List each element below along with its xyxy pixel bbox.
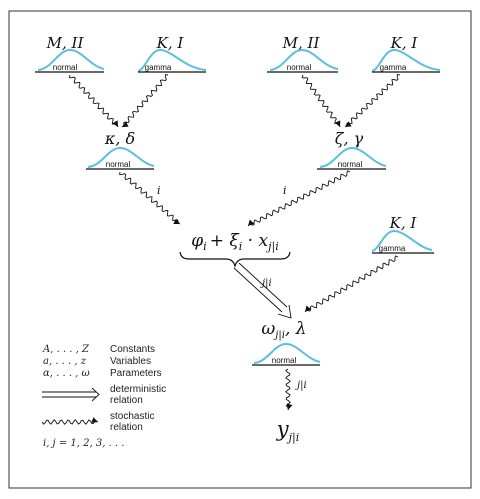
legend-indices: i, j = 1, 2, 3, . . . xyxy=(43,438,124,449)
prior-params: M, II xyxy=(46,34,85,52)
prior-params: K, I xyxy=(389,214,418,232)
node-params: ωj|i, λ xyxy=(261,319,306,341)
legend-parameters-label: Parameters xyxy=(110,368,162,379)
node-params: ζ, γ xyxy=(335,129,364,148)
node-params: κ, δ xyxy=(104,129,135,148)
stochastic-edge-gamma-to-omega xyxy=(304,255,399,313)
legend-variables-label: Variables xyxy=(110,356,151,367)
diagram-frame xyxy=(8,10,472,489)
edge-label-j-given-i: j|i xyxy=(260,278,272,289)
edge-label-j-given-i: j|i xyxy=(295,380,307,391)
prior-params: K, I xyxy=(390,34,419,52)
distribution-label: normal xyxy=(106,160,131,169)
stochastic-edge-gamma-to-kappa xyxy=(121,74,169,128)
distribution-label: normal xyxy=(338,160,363,169)
stochastic-edge-gamma-to-zeta xyxy=(344,73,401,128)
stochastic-edge-kappa-to-formula xyxy=(119,171,181,225)
prior-params: M, II xyxy=(282,34,321,52)
distribution-label: gamma xyxy=(380,63,407,72)
legend-parameters-symbol: α, . . . , ω xyxy=(43,368,90,379)
distribution-label: gamma xyxy=(379,244,406,253)
legend-stochastic-label-line1: stochastic xyxy=(110,411,154,422)
legend-deterministic-label-line1: deterministic xyxy=(110,384,166,395)
top-right-gamma-prior: K, I gamma xyxy=(371,34,441,73)
distribution-label: normal xyxy=(53,63,78,72)
legend-constants-label: Constants xyxy=(110,344,155,355)
legend-deterministic-label-line2: relation xyxy=(110,395,143,406)
omega-lambda-node: ωj|i, λ normal xyxy=(252,319,321,366)
underbrace xyxy=(179,251,291,269)
top-right-normal-prior: M, II normal xyxy=(267,34,339,73)
legend-variables-symbol: a, . . . , z xyxy=(43,356,87,367)
edge-label-i: i xyxy=(283,184,287,197)
linear-predictor-formula: φi+ ξi · xj|i xyxy=(179,231,291,269)
stochastic-edge-normal-to-zeta xyxy=(301,74,341,128)
stochastic-edge-normal-to-kappa xyxy=(68,74,119,128)
edge-label-i: i xyxy=(157,184,161,197)
deterministic-edge-formula-to-omega xyxy=(233,262,292,319)
kappa-delta-node: κ, δ normal xyxy=(86,129,155,170)
legend-stochastic-arrow xyxy=(41,417,99,425)
prior-params: K, I xyxy=(156,34,185,52)
distribution-label: normal xyxy=(287,63,312,72)
legend-deterministic-arrow xyxy=(42,387,100,402)
zeta-gamma-node: ζ, γ normal xyxy=(317,129,387,170)
distribution-label: normal xyxy=(272,356,297,365)
distribution-label: gamma xyxy=(145,63,172,72)
observed-y-node: yj|i xyxy=(276,417,300,445)
top-left-normal-prior: M, II normal xyxy=(35,34,105,73)
stochastic-edge-omega-to-y xyxy=(285,368,293,411)
legend-stochastic-label-line2: relation xyxy=(110,422,143,433)
formula-text: φi+ ξi · xj|i xyxy=(191,231,278,254)
legend: A, . . . , Z Constants a, . . . , z Vari… xyxy=(41,344,166,449)
stochastic-edge-zeta-to-formula xyxy=(247,170,351,227)
right-gamma-prior: K, I gamma xyxy=(371,214,434,254)
top-left-gamma-prior: K, I gamma xyxy=(137,34,207,73)
legend-constants-symbol: A, . . . , Z xyxy=(42,344,90,355)
